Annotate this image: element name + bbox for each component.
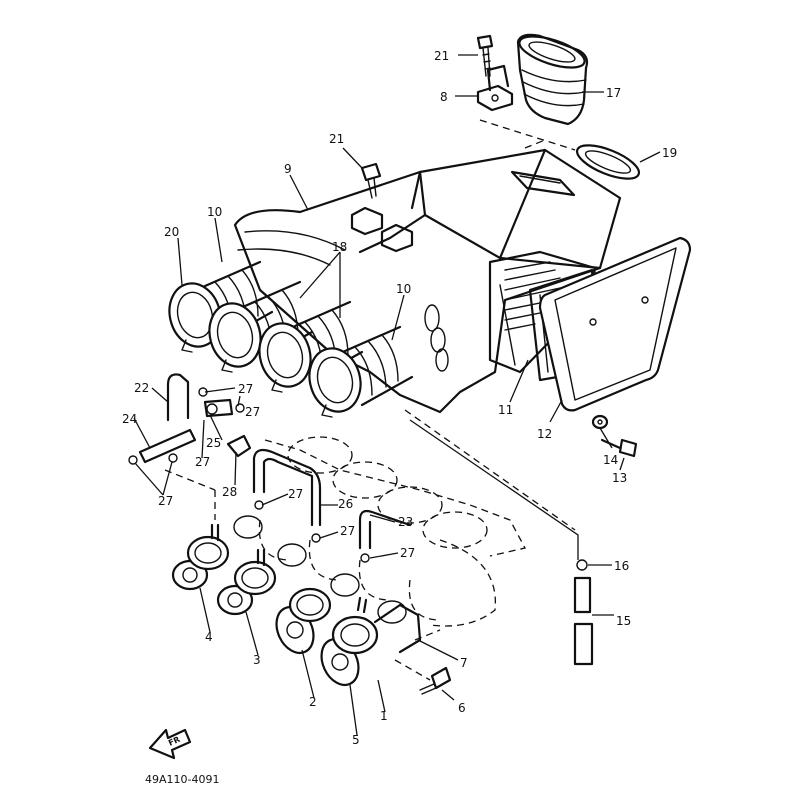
label-21b: 21 (329, 132, 344, 146)
label-12: 12 (537, 427, 552, 441)
intake-duct (516, 33, 589, 126)
label-18: 18 (332, 240, 347, 254)
label-14: 14 (603, 453, 618, 467)
pipe-24 (138, 428, 197, 464)
hose-clip-16 (576, 559, 588, 571)
drawing-code: 49A110-4091 (145, 773, 219, 786)
label-16: 16 (614, 559, 629, 573)
screw-13 (600, 438, 638, 458)
label-3: 3 (253, 653, 261, 667)
part-numbers: 1 2 3 4 5 6 7 8 9 10 10 11 12 13 14 15 1… (122, 49, 677, 747)
duct-gasket (575, 144, 641, 180)
clips-27 (128, 387, 370, 563)
carburetor-joint-4 (308, 325, 414, 413)
label-8: 8 (440, 90, 448, 104)
label-26: 26 (338, 497, 353, 511)
duct-bracket (476, 64, 514, 112)
screw-upper (476, 34, 494, 77)
front-arrow-icon: FR (148, 728, 192, 760)
label-10a: 10 (207, 205, 222, 219)
label-21a: 21 (434, 49, 449, 63)
screw-6 (419, 666, 452, 695)
label-13: 13 (612, 471, 627, 485)
label-15: 15 (616, 614, 631, 628)
label-27-c: 27 (158, 494, 173, 508)
label-27-g: 27 (245, 405, 260, 419)
manifold-2 (275, 587, 332, 655)
label-27-d: 27 (288, 487, 303, 501)
air-filter-cover (538, 236, 692, 412)
hose-23-26 (252, 448, 412, 550)
label-22: 22 (134, 381, 149, 395)
assembly-lines (164, 119, 576, 681)
joint-25 (203, 398, 234, 418)
label-27-a: 27 (238, 382, 253, 396)
label-11: 11 (498, 403, 513, 417)
label-4: 4 (205, 630, 213, 644)
drain-hose (573, 576, 594, 666)
label-19: 19 (662, 146, 677, 160)
air-filter-case (233, 148, 622, 414)
manifold-4 (171, 523, 230, 591)
label-6: 6 (458, 701, 466, 715)
label-27-b: 27 (195, 455, 210, 469)
washer-14 (591, 414, 609, 430)
label-7: 7 (460, 656, 468, 670)
label-2: 2 (309, 695, 317, 709)
label-23: 23 (398, 515, 413, 529)
bracket-28 (226, 434, 252, 458)
manifold-3 (216, 548, 277, 616)
label-1: 1 (380, 709, 388, 723)
label-27-f: 27 (400, 546, 415, 560)
label-24: 24 (122, 412, 137, 426)
hose-clamps (181, 339, 333, 418)
manifold-gaskets (233, 515, 407, 624)
label-17: 17 (606, 86, 621, 100)
vacuum-hose-22 (166, 373, 190, 422)
label-27-e: 27 (340, 524, 355, 538)
label-9: 9 (284, 162, 292, 176)
front-arrow-label: FR (167, 735, 181, 748)
screw-middle (360, 162, 382, 199)
label-25: 25 (206, 436, 221, 450)
label-20: 20 (164, 225, 179, 239)
label-10b: 10 (396, 282, 411, 296)
label-5: 5 (352, 733, 360, 747)
carburetor-outline (258, 436, 526, 641)
label-28: 28 (222, 485, 237, 499)
manifold-1 (320, 596, 422, 687)
leader-lines (133, 54, 661, 736)
